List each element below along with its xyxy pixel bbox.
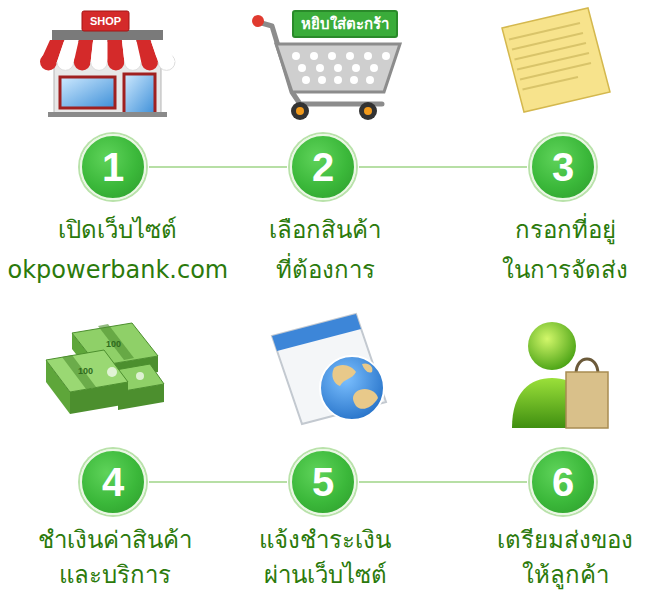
shop-sign-text: SHOP [82,12,129,30]
cart-icon-part [310,52,318,60]
cart-icon-part [370,64,378,72]
shop-icon-part [82,11,129,31]
cart-icon-part [364,52,372,60]
step-caption: ชำเงินค่าสินค้า และบริการ [37,523,194,593]
step-circle: 6เตรียมส่งของ ให้ลูกค้า [530,449,596,515]
step-connector [359,166,527,168]
step-caption: เลือกสินค้า ที่ต้องการ [268,210,383,290]
step-number: 2 [292,136,354,198]
shop-icon-part [124,74,155,114]
step-connector [149,481,287,483]
shop-icon-part [74,40,93,62]
step-circle: 1เปิดเว็บไซต์ okpowerbank.com [80,134,146,200]
customer-icon-part [528,322,576,370]
wrap-spacer [179,210,230,250]
bill-value: 100 [78,366,93,376]
cart-icon-part [352,64,360,72]
note-icon-part [523,77,579,90]
cart-icon-part [359,102,377,120]
web-icon-part [272,314,361,351]
shop-icon [40,11,175,117]
money-icon-part [62,355,96,389]
cart-icon-part [382,52,390,60]
cart-icon-part [292,52,300,60]
shop-icon-part [91,40,108,62]
wrap-spacer [501,210,514,250]
shop-icon-part [48,112,167,117]
web-icon-part [332,365,356,386]
note-icon-part [517,53,589,70]
step-circle: 4ชำเงินค่าสินค้า และบริการ [80,449,146,515]
wrap-spacer [617,210,630,250]
step-connector [149,166,287,168]
shop-icon-part [54,62,161,114]
money-icon-part [107,367,117,377]
cart-icon-part [328,52,336,60]
cart-icon-part [252,15,264,27]
step-caption: แจ้งชำระเงิน ผ่านเว็บไซต์ [258,523,393,593]
wrap-spacer [6,210,57,250]
customer-icon [512,322,608,428]
note-icon-part [502,8,610,112]
money-icon [46,323,164,414]
cart-icon-part [296,107,304,115]
shop-icon-part [108,40,125,62]
cart-icon-part [318,76,326,84]
step-circle: 3กรอกที่อยู่ ในการจัดส่ง [530,134,596,200]
web-icon-part [320,356,384,420]
step-circle: 5แจ้งชำระเงิน ผ่านเว็บไซต์ [290,449,356,515]
web-icon-part [362,363,372,372]
cart-icon-part [316,64,324,72]
cart-icon-part [298,64,306,72]
cart-icon-part [364,107,372,115]
cart-icon-part [350,76,358,84]
cart-icon-part [334,64,342,72]
step-number: 1 [82,136,144,198]
shop-icon-part [151,40,175,62]
step-caption: เปิดเว็บไซต์ okpowerbank.com [6,210,230,290]
cart-icon-part [276,44,400,92]
cart-icon-part [366,76,374,84]
cart-icon-part [302,76,310,84]
step-number: 3 [532,136,594,198]
cart-icon-part [346,52,354,60]
shop-icon-part [60,77,115,108]
bill-value: 100 [106,339,121,349]
web-icon [272,314,386,424]
cart-badge: หยิบใส่ตะกร้า [292,10,398,38]
note-icon [502,8,610,112]
cart-icon-part [291,102,309,120]
step-number: 6 [532,451,594,513]
step-connector [359,481,527,483]
step-circle: 2เลือกสินค้า ที่ต้องการ [290,134,356,200]
web-icon-part [353,389,378,409]
money-icon-part [136,372,144,380]
step-caption: กรอกที่อยู่ ในการจัดส่ง [501,210,630,290]
money-icon-part [46,350,128,392]
customer-icon-part [566,372,608,428]
note-icon-part [520,63,591,80]
step-number: 4 [82,451,144,513]
web-icon-part [272,314,386,424]
step-number: 5 [292,451,354,513]
step-caption: เตรียมส่งของ ให้ลูกค้า [496,523,635,593]
cart-icon-part [334,76,342,84]
